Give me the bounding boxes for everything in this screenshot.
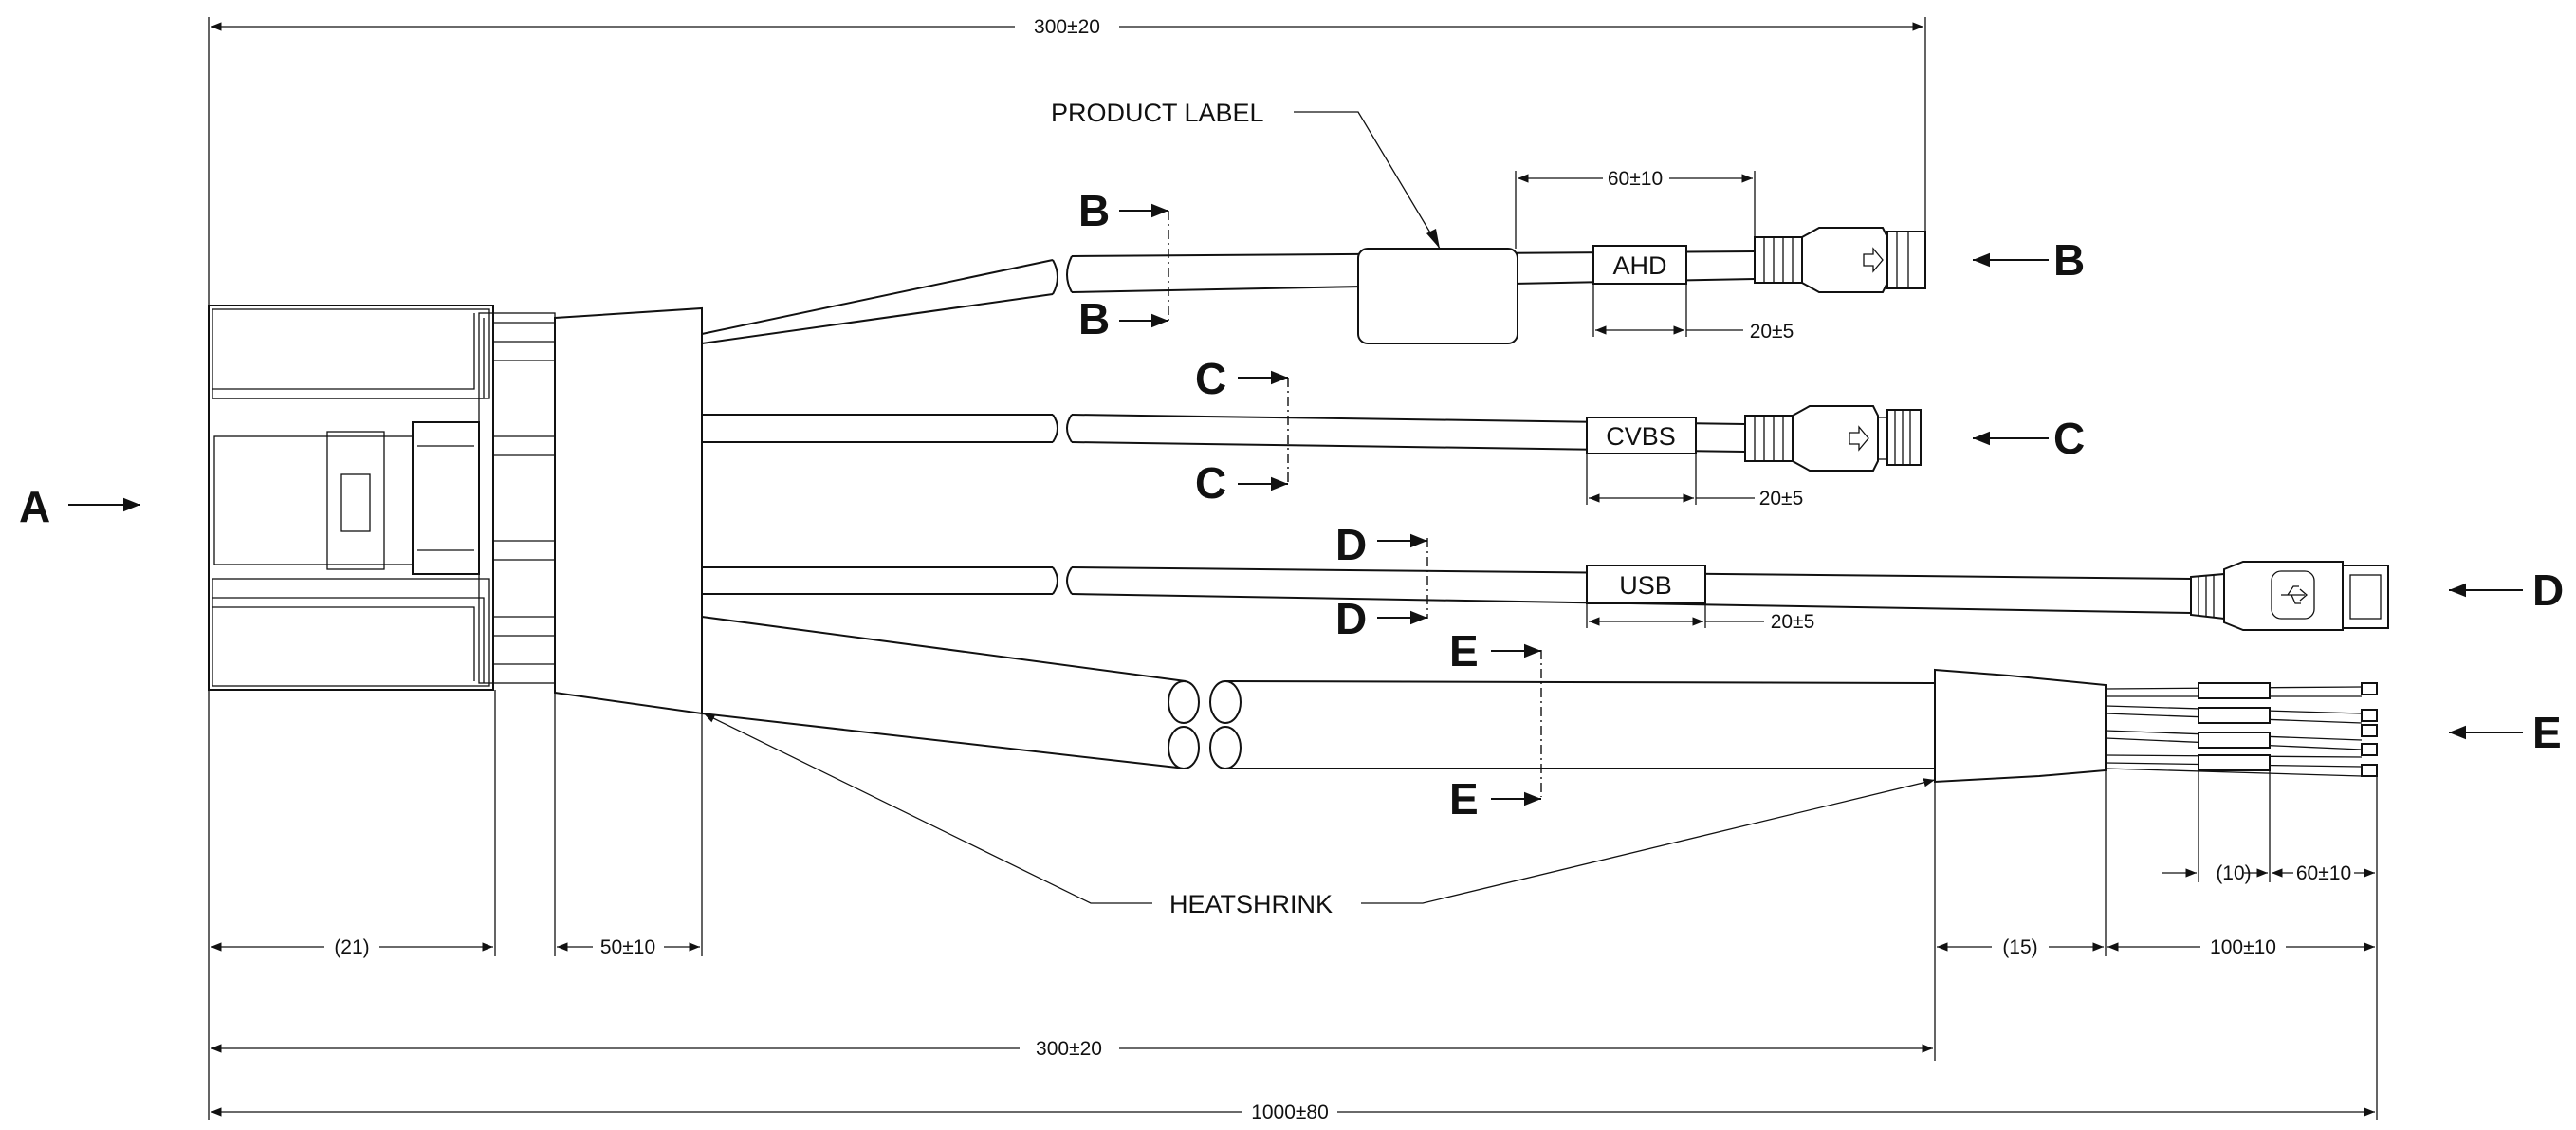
cable-open-wires — [701, 616, 2378, 784]
product-label-box — [1357, 248, 1518, 344]
cvbs-connector — [1744, 405, 1922, 472]
main-connector — [208, 305, 556, 691]
heatshrink-sleeve — [554, 306, 703, 715]
cable-usb: USB — [702, 561, 2389, 631]
dim-wire-len: 100±10 — [2210, 936, 2276, 958]
dim-heatshrink-len: 50±10 — [600, 936, 655, 958]
usb-label-box — [1586, 565, 1706, 604]
dim-ahd-label-offset: 60±10 — [1608, 168, 1663, 190]
dim-top-overall: 300±20 — [1034, 16, 1100, 38]
section-a-label: A — [19, 482, 50, 531]
ahd-label-text: AHD — [1612, 251, 1666, 280]
usb-label-text: USB — [1619, 571, 1672, 600]
section-b-label-bottom: B — [1078, 294, 1110, 343]
dim-lower-overall: 300±20 — [1036, 1038, 1102, 1060]
section-d-label-bottom: D — [1335, 594, 1367, 643]
dim-wire-strip: (10) — [2216, 862, 2251, 884]
section-d-label-top: D — [1335, 520, 1367, 569]
dim-total: 1000±80 — [1251, 1102, 1329, 1123]
section-d-label-right: D — [2532, 565, 2564, 615]
end-heatshrink — [1934, 668, 2107, 784]
ahd-label-box — [1592, 245, 1687, 285]
dim-wire-tin: 60±10 — [2296, 862, 2351, 884]
ahd-connector — [1754, 227, 1926, 293]
svg-text:PRODUCT LABEL: PRODUCT LABEL — [1051, 99, 1264, 127]
section-e-label-top: E — [1449, 626, 1479, 676]
dim-connector-ref: (21) — [334, 936, 369, 958]
dim-ahd-label-width: 20±5 — [1750, 321, 1794, 343]
wire-bundle — [2105, 682, 2378, 777]
cable-cvbs: CVBS — [702, 405, 1922, 472]
section-c-label-bottom: C — [1195, 458, 1226, 508]
section-c-label-top: C — [1195, 354, 1226, 403]
dim-cvbs-label-width: 20±5 — [1759, 488, 1804, 509]
cable-ahd: AHD — [701, 227, 1926, 344]
section-cut-lines — [1168, 211, 1542, 797]
cvbs-label-box — [1586, 417, 1697, 454]
section-b-label-right: B — [2053, 235, 2085, 285]
dim-end-heatshrink: (15) — [2002, 936, 2037, 958]
section-e-label-bottom: E — [1449, 774, 1479, 824]
callout-heatshrink: HEATSHRINK — [703, 713, 1936, 918]
usb-connector — [2190, 561, 2389, 631]
callout-product-label: PRODUCT LABEL — [1051, 99, 1441, 250]
dimension-lines: 300±20 60±10 20±5 20±5 20±5 (10) — [208, 16, 2378, 1123]
cvbs-label-text: CVBS — [1606, 422, 1676, 451]
section-b-label-top: B — [1078, 186, 1110, 235]
section-e-label-right: E — [2532, 708, 2562, 757]
dim-usb-label-width: 20±5 — [1771, 611, 1815, 633]
section-c-label-right: C — [2053, 414, 2085, 463]
svg-text:HEATSHRINK: HEATSHRINK — [1169, 890, 1333, 918]
section-markers: A B B B C C C D D D E E E — [19, 186, 2564, 824]
